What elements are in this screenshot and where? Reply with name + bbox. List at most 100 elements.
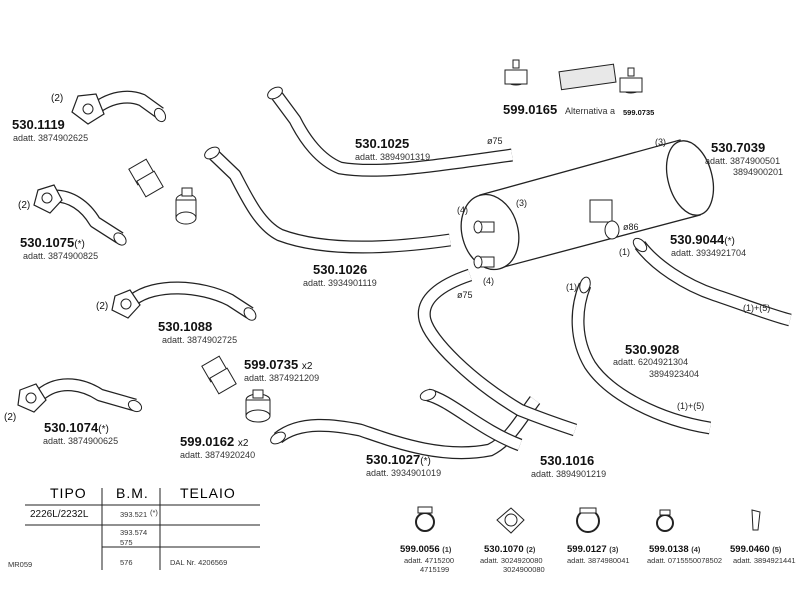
part-code: 530.1075(*) xyxy=(20,235,85,250)
table-lines xyxy=(25,488,260,570)
part-code-text: 530.1119 xyxy=(12,117,65,132)
diameter-label: ø75 xyxy=(487,136,503,146)
diameter-label: ø75 xyxy=(457,290,473,300)
part-adatt-2: 3894900201 xyxy=(733,167,784,177)
ref-marker: (1)+(5) xyxy=(677,401,705,411)
pipe-530-9028 xyxy=(571,276,712,435)
part-suffix: x2 xyxy=(301,361,313,372)
pipe-530-1119 xyxy=(71,90,167,125)
ref-marker: (4) xyxy=(483,276,494,286)
bottom-part-code-text: 599.0056 xyxy=(400,544,440,555)
part-suffix: (*) xyxy=(724,236,735,247)
part-code: 530.9044(*) xyxy=(670,232,735,247)
bottom-part-adatt-2: 4715199 xyxy=(420,565,450,574)
part-code: 530.9028 xyxy=(625,342,679,357)
ref-marker: (1) xyxy=(619,247,630,257)
part-adatt: adatt. 3874902625 xyxy=(13,133,89,143)
part-adatt: adatt. 3874920240 xyxy=(180,450,256,460)
part-code-text: 599.0162 xyxy=(180,434,235,449)
connector-599-0735 xyxy=(201,355,237,395)
clamp-599-0127 xyxy=(576,507,600,533)
clamp-599-0138 xyxy=(656,509,674,532)
part-code-text: 530.1025 xyxy=(355,136,410,151)
bottom-part-adatt: adatt. 0715550078502 xyxy=(647,556,723,565)
part-code: 530.1027(*) xyxy=(366,452,431,467)
part-code: 530.1119 xyxy=(12,117,65,132)
table-header-bm: B.M. xyxy=(116,485,149,501)
part-adatt: adatt. 3894901319 xyxy=(355,152,431,162)
part-code: 530.1026 xyxy=(313,262,367,277)
table-bm-value: 576 xyxy=(120,558,133,567)
part-adatt: adatt. 3874900501 xyxy=(705,156,781,166)
hanger-599-0460 xyxy=(751,509,761,531)
bottom-part-qty: (4) xyxy=(691,545,701,554)
bottom-part-code: 599.0056 (1) xyxy=(400,544,451,555)
bottom-part-code: 599.0460 (5) xyxy=(730,544,781,555)
part-code-text: 530.1075 xyxy=(20,235,75,250)
part-adatt: adatt. 3874902725 xyxy=(162,335,238,345)
part-adatt: adatt. 3874900625 xyxy=(43,436,119,446)
clamp-599-0056 xyxy=(415,506,435,532)
qty-label: (2) xyxy=(51,93,64,104)
bottom-part-code: 599.0138 (4) xyxy=(649,544,700,555)
ref-marker: (3) xyxy=(655,137,666,147)
gasket-530-1070 xyxy=(496,507,525,534)
ref-marker: (4) xyxy=(457,205,468,215)
muffler-530-7039 xyxy=(460,139,715,271)
table-header-tipo: TIPO xyxy=(50,485,87,501)
part-code: 530.1074(*) xyxy=(44,420,109,435)
bottom-part-qty: (2) xyxy=(526,545,536,554)
part-code: 530.1016 xyxy=(540,453,594,468)
table-header-telaio: TELAIO xyxy=(180,485,236,501)
pipe-530-1074 xyxy=(17,378,143,413)
bottom-part-code: 530.1070 (2) xyxy=(484,544,535,555)
table-bm-value: 393.521 xyxy=(120,510,148,519)
connector-small xyxy=(128,158,197,225)
bottom-part-adatt: adatt. 3894921441 xyxy=(733,556,796,565)
part-code-text: 530.9028 xyxy=(625,342,680,357)
table-bm-value: 393.574 xyxy=(120,528,148,537)
diameter-label: ø86 xyxy=(623,222,639,232)
pipe-530-1088 xyxy=(111,281,257,321)
bottom-part-qty: (5) xyxy=(772,545,782,554)
part-code: 599.0162 x2 xyxy=(180,434,248,449)
clamp-set-599-0165 xyxy=(504,59,643,94)
bottom-part-adatt: adatt. 3024920080 xyxy=(480,556,543,565)
part-code-text: 530.7039 xyxy=(711,140,766,155)
table-bm-mark: (*) xyxy=(150,508,158,517)
table-bm-value: 575 xyxy=(120,538,133,547)
alternative-code: 599.0735 xyxy=(623,108,655,117)
part-adatt: adatt. 6204921304 xyxy=(613,357,689,367)
part-adatt: adatt. 3874921209 xyxy=(244,373,320,383)
table-telaio-value: DAL Nr. 4206569 xyxy=(170,558,228,567)
part-code-text: 530.1026 xyxy=(313,262,368,277)
part-suffix: (*) xyxy=(420,456,431,467)
bottom-part-code: 599.0127 (3) xyxy=(567,544,618,555)
bottom-part-adatt: adatt. 3874980041 xyxy=(567,556,630,565)
part-code-text: 530.1074 xyxy=(44,420,99,435)
table-tipo-value: 2226L/2232L xyxy=(30,509,89,520)
pipe-530-1016 xyxy=(417,268,578,452)
part-suffix: (*) xyxy=(98,424,109,435)
pipe-530-9044 xyxy=(632,237,792,327)
part-code: 599.0165 xyxy=(503,102,558,117)
pipe-530-1025 xyxy=(267,86,513,177)
part-code-text: 530.1027 xyxy=(366,452,421,467)
part-adatt: adatt. 3934901119 xyxy=(303,278,377,288)
part-code-text: 530.1088 xyxy=(158,319,213,334)
part-code-text: 599.0735 xyxy=(244,357,299,372)
pipe-530-1075 xyxy=(33,184,127,246)
bottom-part-adatt-2: 3024900080 xyxy=(503,565,545,574)
part-adatt: adatt. 3934921704 xyxy=(671,248,747,258)
part-code-text: 530.1016 xyxy=(540,453,595,468)
diagram-code: MR059 xyxy=(8,560,33,569)
qty-label: (2) xyxy=(96,301,109,312)
qty-label: (2) xyxy=(18,200,31,211)
part-adatt-2: 3894923404 xyxy=(649,369,700,379)
part-adatt: adatt. 3874900825 xyxy=(23,251,99,261)
part-code: 530.1088 xyxy=(158,319,212,334)
pipe-530-1027 xyxy=(270,396,541,460)
qty-label: (2) xyxy=(4,412,17,423)
